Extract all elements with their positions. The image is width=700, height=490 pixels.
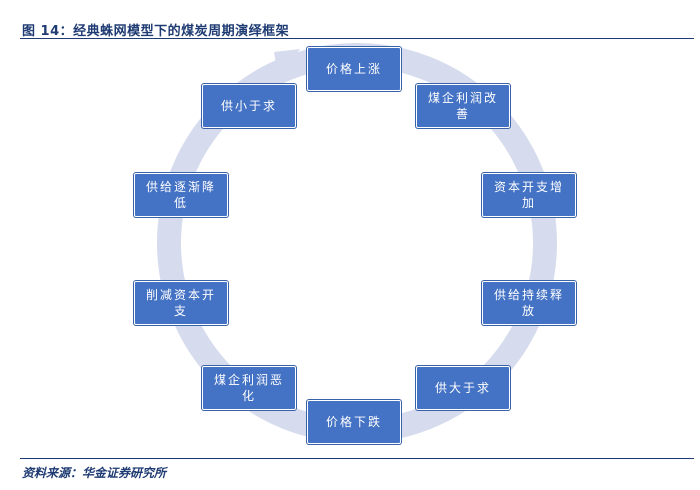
node-price-rise: 价格上涨	[307, 47, 401, 91]
node-supply-release: 供给持续释放	[482, 281, 576, 325]
title-divider	[20, 38, 694, 39]
node-profit-worsen: 煤企利润恶化	[202, 366, 296, 410]
node-supply-decline: 供给逐渐降低	[134, 173, 228, 217]
node-oversupply: 供大于求	[416, 366, 510, 410]
source-divider	[20, 458, 694, 459]
node-capex-increase: 资本开支增加	[482, 173, 576, 217]
figure-source: 资料来源：华金证券研究所	[22, 466, 167, 480]
node-shortage: 供小于求	[202, 84, 296, 128]
node-profit-improve: 煤企利润改善	[416, 84, 510, 128]
node-capex-cut: 削减资本开支	[134, 281, 228, 325]
figure-title: 图 14：经典蛛网模型下的煤炭周期演绎框架	[22, 24, 290, 39]
cycle-arrow-head	[274, 49, 300, 78]
node-price-fall: 价格下跌	[307, 400, 401, 444]
